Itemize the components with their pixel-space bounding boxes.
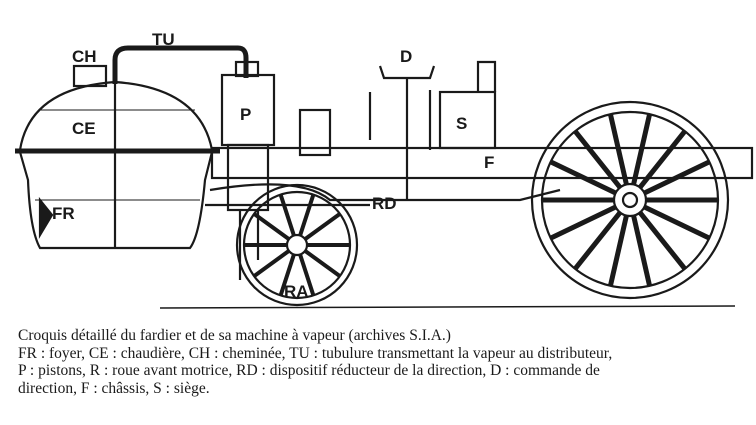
chimney <box>72 64 108 88</box>
wheel-spoke <box>573 129 622 190</box>
wheel-spoke <box>278 193 296 237</box>
caption-line-3: direction, F : châssis, S : siège. <box>18 379 210 397</box>
wheel-spoke <box>643 204 711 241</box>
wheel-spoke <box>573 210 622 271</box>
wheel-spoke <box>607 113 629 185</box>
wheel-spoke <box>638 210 687 271</box>
wheel-spoke <box>643 159 711 196</box>
caption: Croquis détaillé du fardier et de sa mac… <box>18 327 748 397</box>
fardier-drawing: CH TU D P CE S F FR RD RA <box>15 30 754 309</box>
steering-control <box>368 65 436 200</box>
ground-line <box>159 305 736 309</box>
front-wheel <box>235 183 359 307</box>
wheel-spoke <box>278 253 296 297</box>
wheel-spoke <box>549 204 617 241</box>
wheel-spoke <box>298 253 316 297</box>
wheel-spoke <box>549 159 617 196</box>
caption-title: Croquis détaillé du fardier et de sa mac… <box>18 327 451 344</box>
caption-line-2: P : pistons, R : roue avant motrice, RD … <box>18 362 600 379</box>
wheel-spoke <box>252 249 291 278</box>
seat <box>438 60 497 150</box>
wheel-spoke <box>303 212 342 241</box>
steam-pipe <box>112 45 249 84</box>
label-ch: CH <box>72 47 97 66</box>
label-tu: TU <box>152 30 175 49</box>
wheel-spoke <box>631 215 653 287</box>
label-s: S <box>456 114 467 133</box>
label-f: F <box>484 153 494 172</box>
label-ra: RA <box>284 282 309 301</box>
wheel-spoke <box>252 212 291 241</box>
wheel-spoke <box>298 193 316 237</box>
boiler <box>15 80 220 250</box>
wheel-spoke <box>607 215 629 287</box>
caption-line-1: FR : foyer, CE : chaudière, CH : cheminé… <box>18 344 613 362</box>
wheel-spoke <box>303 249 342 278</box>
wheel-spoke <box>631 113 653 185</box>
label-rd: RD <box>372 194 397 213</box>
wheel-spoke <box>638 129 687 190</box>
label-d: D <box>400 47 412 66</box>
piston-block <box>220 60 332 280</box>
chassis <box>205 146 754 207</box>
rear-wheel <box>530 100 730 300</box>
label-p: P <box>240 105 251 124</box>
label-fr: FR <box>52 204 75 223</box>
label-ce: CE <box>72 119 96 138</box>
